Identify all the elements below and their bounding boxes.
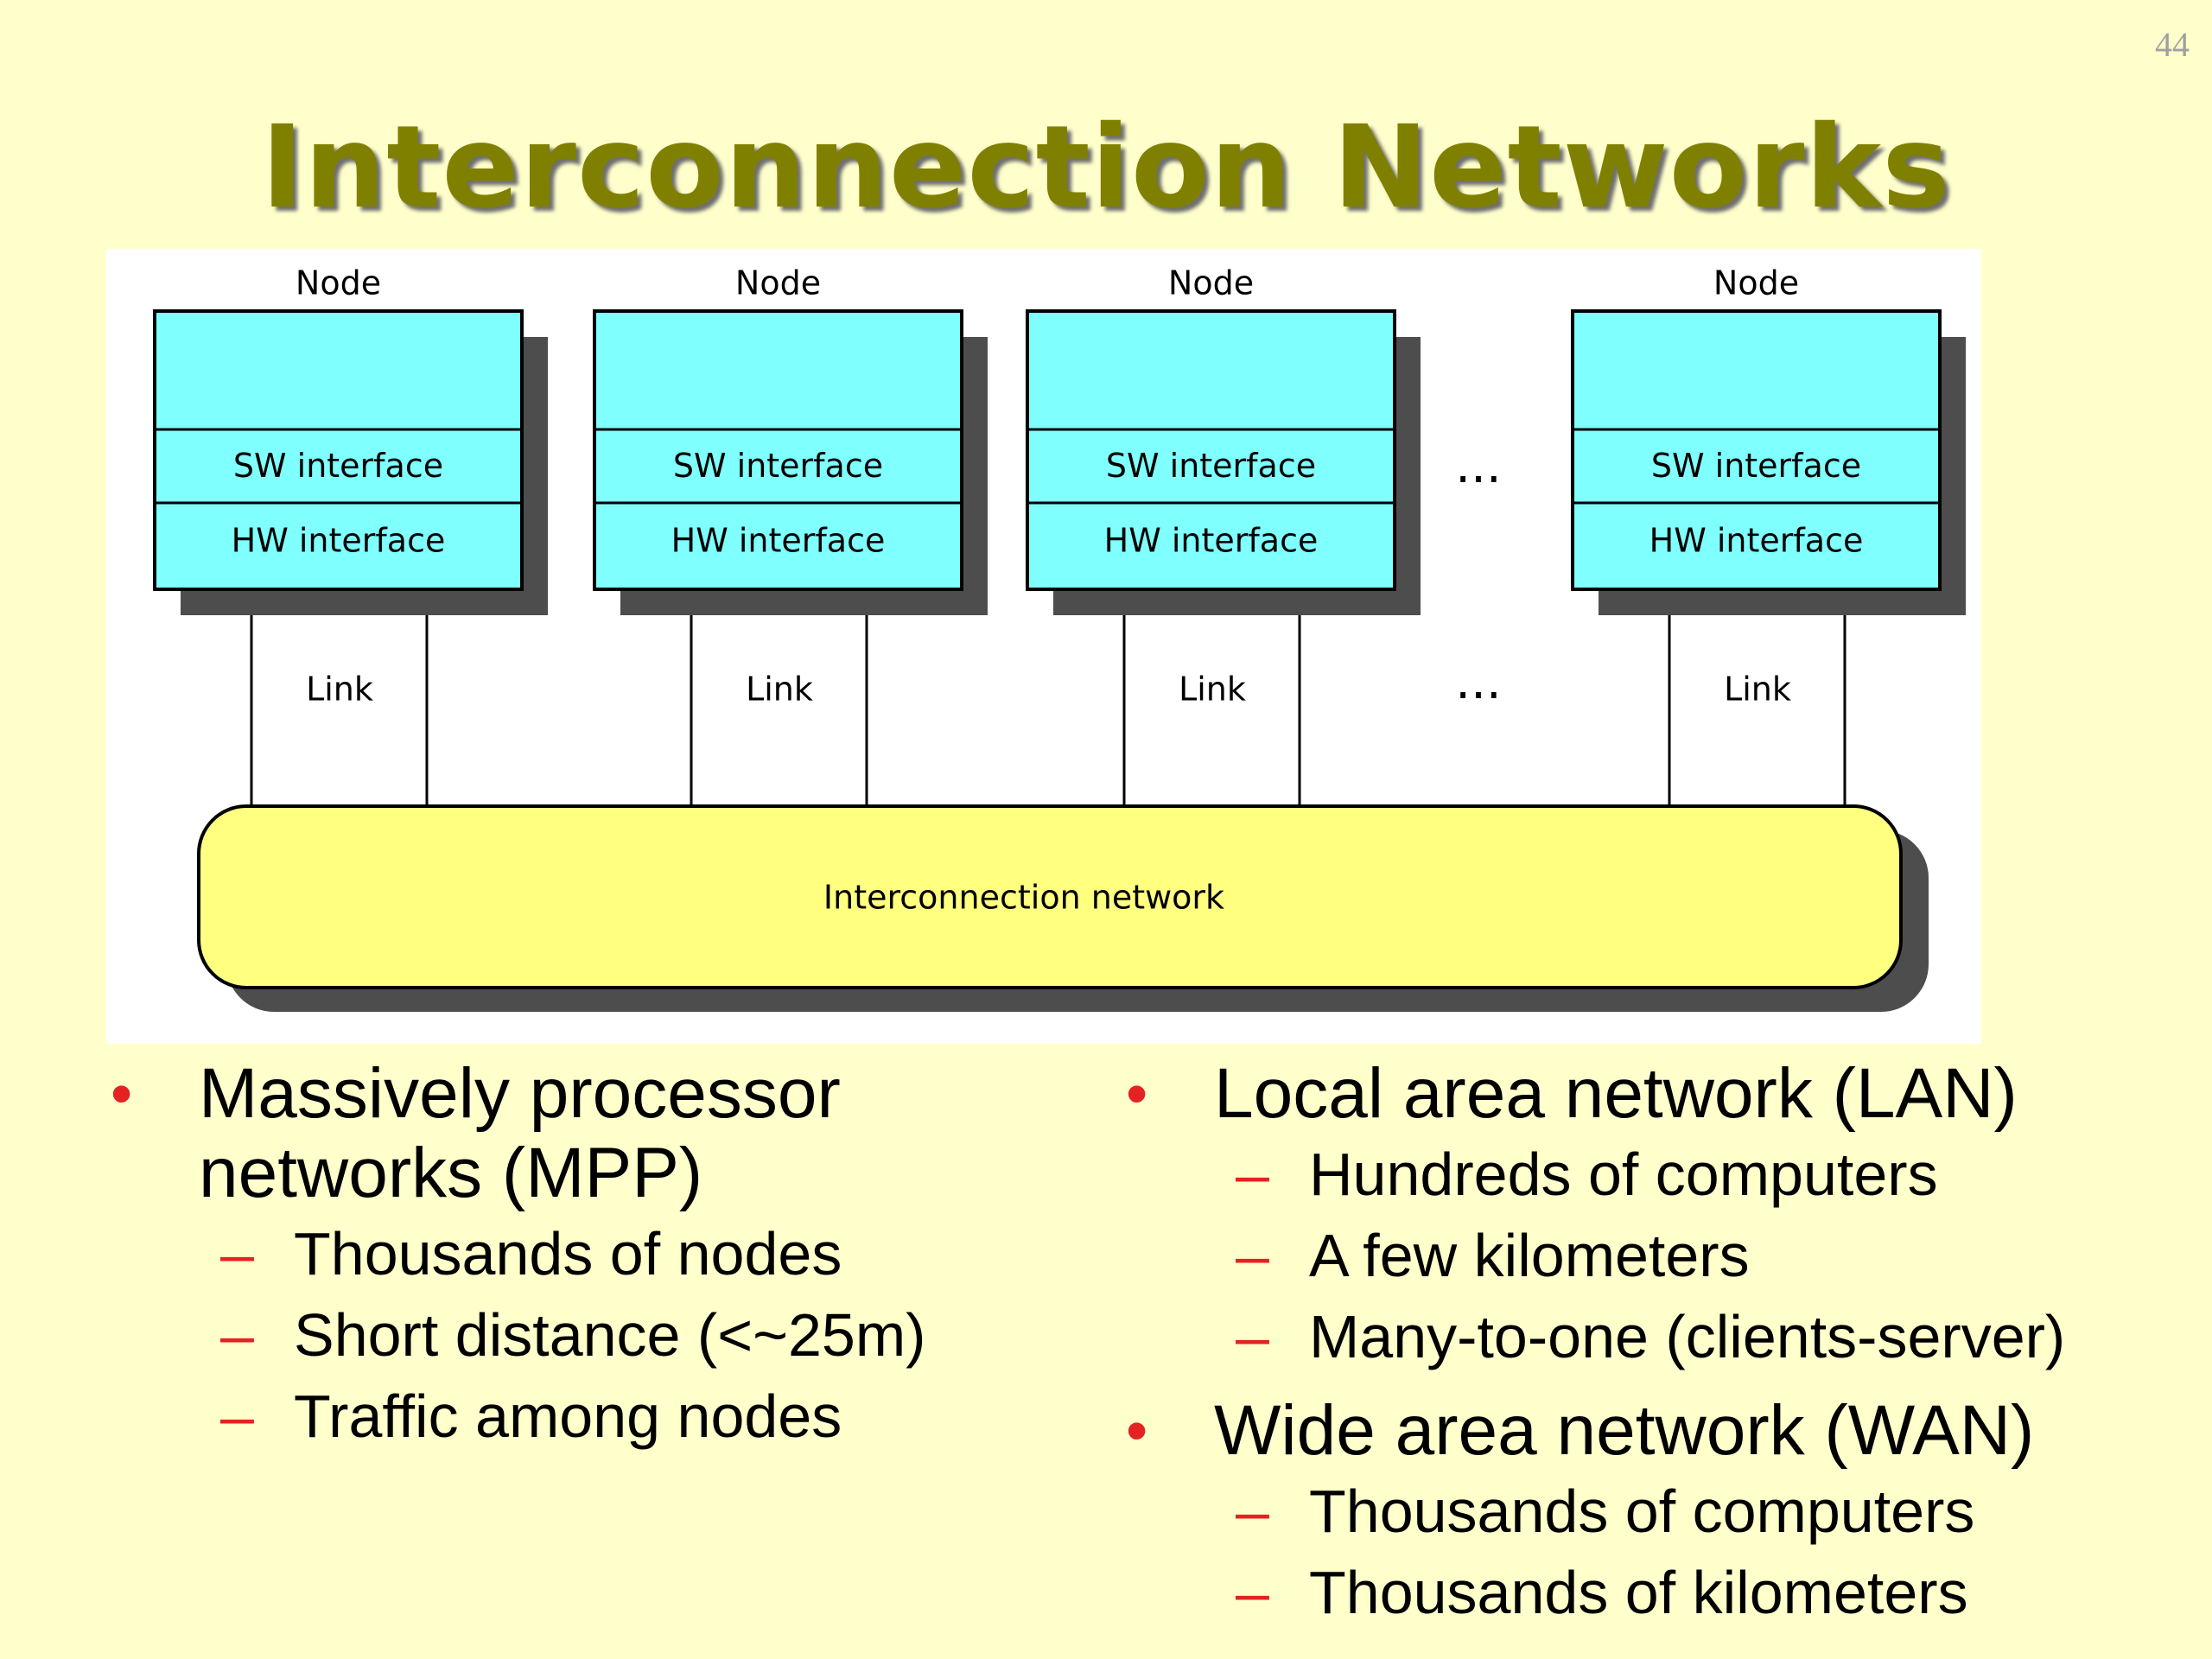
- spacer: [1119, 1377, 2190, 1391]
- node-label: Node: [1168, 264, 1254, 302]
- sub-item: – Traffic among nodes: [104, 1376, 1054, 1457]
- node: Node SW interface HW interface: [153, 264, 548, 615]
- sub-item-text: Thousands of nodes: [294, 1220, 842, 1287]
- sub-item-text: Short distance (<~25m): [294, 1301, 926, 1369]
- sw-interface-label: SW interface: [233, 447, 443, 485]
- dash-marker: –: [220, 1382, 254, 1450]
- node: Node SW interface HW interface: [1571, 264, 1966, 615]
- sub-list: – Hundreds of computers – A few kilomete…: [1119, 1134, 2190, 1377]
- dash-marker: –: [1236, 1559, 1269, 1626]
- page-number: 44: [2155, 25, 2190, 64]
- interconnection-network: [197, 804, 1903, 989]
- dash-marker: –: [1236, 1141, 1269, 1208]
- sw-interface-label: SW interface: [673, 447, 883, 485]
- bullet-item-mpp: • Massively processor networks (MPP) – T…: [104, 1054, 1054, 1457]
- node-box: [1571, 309, 1942, 591]
- bullet-heading: • Wide area network (WAN): [1119, 1391, 2190, 1471]
- dash-marker: –: [220, 1220, 254, 1287]
- dash-marker: –: [220, 1301, 254, 1369]
- ellipsis-links: ...: [1455, 654, 1501, 710]
- bullet-heading-text: Massively processor networks (MPP): [199, 1054, 841, 1212]
- bullet-heading: • Local area network (LAN): [1119, 1054, 2190, 1134]
- link-label: Link: [1179, 671, 1246, 709]
- hw-interface-label: HW interface: [232, 522, 446, 560]
- bullet-heading-text: Wide area network (WAN): [1214, 1391, 2035, 1470]
- sub-item-text: Thousands of computers: [1309, 1478, 1975, 1545]
- dash-marker: –: [1236, 1303, 1269, 1370]
- node-box: [1026, 309, 1396, 591]
- sub-item: – Thousands of nodes: [104, 1213, 1054, 1294]
- sub-item: – Hundreds of computers: [1119, 1134, 2190, 1215]
- node-label: Node: [735, 264, 821, 302]
- link-label: Link: [746, 671, 813, 709]
- bullet-item-wan: • Wide area network (WAN) – Thousands of…: [1119, 1391, 2190, 1633]
- ellipsis-nodes: ...: [1455, 438, 1501, 494]
- node: Node SW interface HW interface: [1026, 264, 1421, 615]
- bullet-dot: •: [111, 1059, 133, 1128]
- hw-interface-label: HW interface: [1649, 522, 1864, 560]
- dash-marker: –: [1236, 1222, 1269, 1289]
- sub-list: – Thousands of nodes – Short distance (<…: [104, 1213, 1054, 1457]
- link-label: Link: [1724, 671, 1791, 709]
- sw-interface-label: SW interface: [1651, 447, 1861, 485]
- node: Node SW interface HW interface: [593, 264, 988, 615]
- node-label: Node: [296, 264, 381, 302]
- sw-interface-label: SW interface: [1106, 447, 1316, 485]
- bullets-left: • Massively processor networks (MPP) – T…: [104, 1054, 1054, 1457]
- node-box: [593, 309, 963, 591]
- sub-item: – A few kilometers: [1119, 1215, 2190, 1296]
- sub-item: – Many-to-one (clients-server): [1119, 1296, 2190, 1377]
- hw-interface-label: HW interface: [671, 522, 886, 560]
- bullets-right: • Local area network (LAN) – Hundreds of…: [1119, 1054, 2190, 1633]
- sub-item-text: Traffic among nodes: [294, 1382, 842, 1450]
- sub-item: – Thousands of kilometers: [1119, 1552, 2190, 1633]
- bullet-dot: •: [1126, 1396, 1148, 1465]
- sub-item: – Short distance (<~25m): [104, 1294, 1054, 1376]
- bullet-dot: •: [1126, 1059, 1148, 1128]
- network-label: Interconnection network: [823, 879, 1224, 917]
- node-box: [153, 309, 524, 591]
- node-label: Node: [1713, 264, 1799, 302]
- sub-list: – Thousands of computers – Thousands of …: [1119, 1471, 2190, 1633]
- sub-item: – Thousands of computers: [1119, 1471, 2190, 1552]
- bullet-item-lan: • Local area network (LAN) – Hundreds of…: [1119, 1054, 2190, 1377]
- slide-title: Interconnection Networks: [261, 101, 1951, 234]
- sub-item-text: Thousands of kilometers: [1309, 1559, 1968, 1626]
- bullet-heading-text: Local area network (LAN): [1214, 1054, 2018, 1133]
- link-label: Link: [306, 671, 373, 709]
- sub-item-text: A few kilometers: [1309, 1222, 1750, 1289]
- hw-interface-label: HW interface: [1104, 522, 1319, 560]
- bullet-heading: • Massively processor networks (MPP): [104, 1054, 1054, 1213]
- sub-item-text: Hundreds of computers: [1309, 1141, 1938, 1208]
- dash-marker: –: [1236, 1478, 1269, 1545]
- sub-item-text: Many-to-one (clients-server): [1309, 1303, 2066, 1370]
